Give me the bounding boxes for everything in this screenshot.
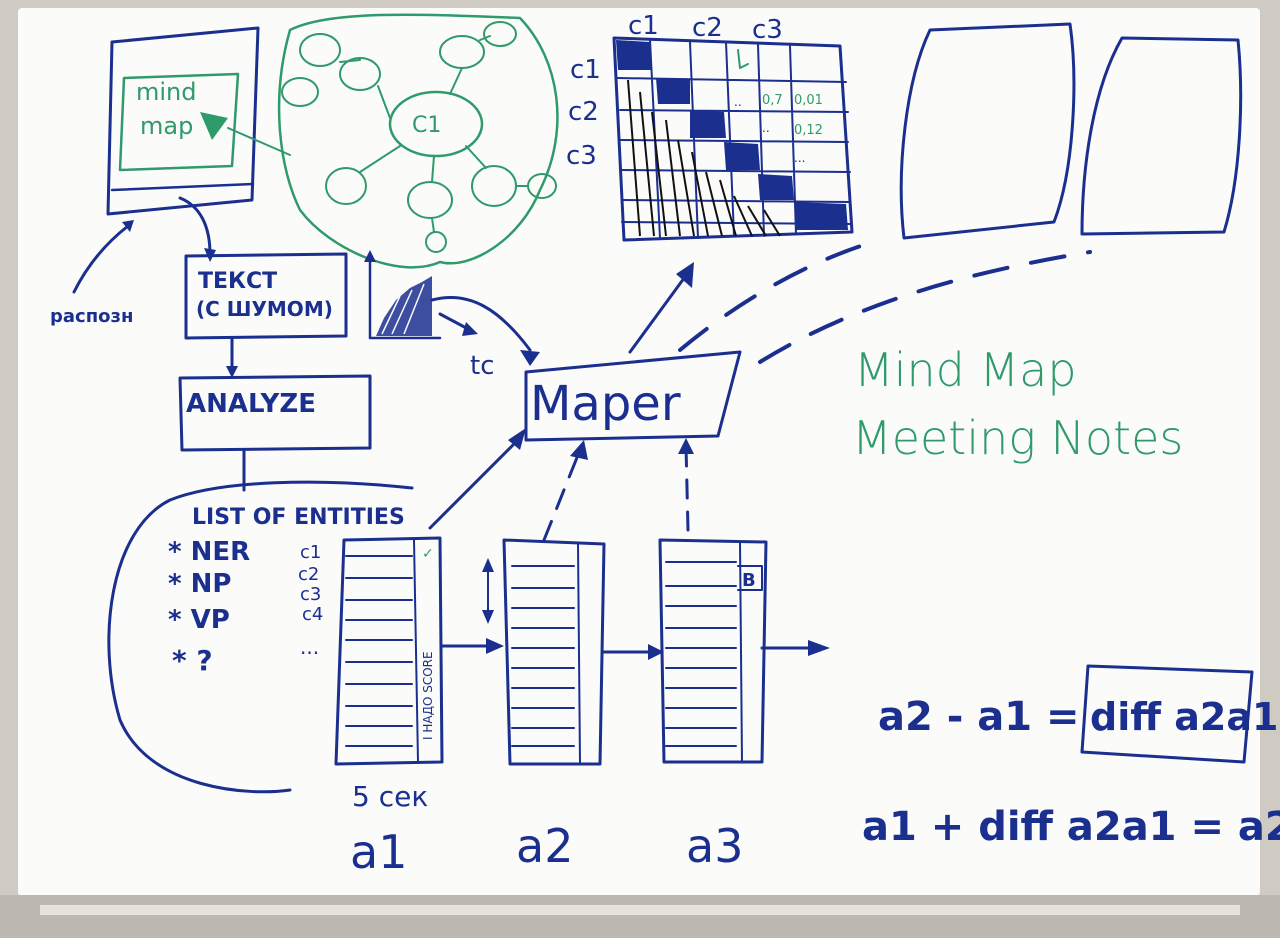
check-mark: ✓: [422, 546, 434, 562]
matrix-row-header: c1: [570, 55, 601, 85]
title-note: Mind Map Meeting Notes: [852, 343, 1183, 465]
frame-a1: ✓ I НАДО SCORE: [334, 536, 444, 766]
entity-item: * NER: [168, 537, 250, 567]
mapper-box: Maper: [524, 350, 742, 442]
raspozn-arrow: [72, 224, 130, 294]
entity-code: c1: [300, 542, 321, 563]
diff-lhs: a2 - a1 =: [878, 694, 1080, 740]
marker-b: B: [742, 570, 756, 591]
entity-item: * NP: [168, 569, 231, 599]
entities-title: LIST OF ENTITIES: [192, 505, 405, 530]
title-line1: Mind Map: [854, 343, 1077, 397]
entity-code: ...: [300, 635, 319, 659]
segment-label: a1: [350, 825, 407, 879]
sidebar-note: I НАДО SCORE: [421, 651, 435, 740]
entity-item: * VP: [168, 605, 230, 635]
text-box-line2: (С ШУМОМ): [196, 297, 333, 321]
mind-label: mind: [136, 78, 197, 106]
matrix-cell: ..: [734, 95, 742, 109]
entity-code: c4: [302, 604, 323, 625]
center-node-label: C1: [412, 113, 441, 138]
entity-code: c3: [300, 584, 321, 605]
matrix-col-header: c1: [628, 11, 659, 41]
board-tray: [0, 895, 1280, 938]
formulas: a2 - a1 = diff a2a1 a1 + diff a2a1 = a2: [862, 664, 1280, 850]
confusion-matrix: c1 c2 c3 c1 c2 c3 .. 0,7 0,01 .. 0,12 ..…: [566, 11, 854, 242]
matrix-row-header: c2: [568, 97, 599, 127]
title-line2: Meeting Notes: [852, 411, 1183, 465]
empty-frame: [1080, 36, 1243, 236]
segment-label: a3: [686, 819, 743, 873]
frame-a2: [502, 538, 606, 766]
segment-label: a2: [516, 819, 573, 873]
map-label: map: [140, 112, 193, 140]
diff-rhs: diff a2a1: [1090, 695, 1278, 739]
sum-line: a1 + diff a2a1 = a2: [862, 804, 1280, 850]
text-box-line1: ТЕКСТ: [198, 269, 277, 294]
matrix-cell: 0,01: [794, 93, 823, 108]
screenshot-sketch: mind map: [106, 26, 291, 216]
matrix-cell: ..: [762, 121, 770, 135]
mind-map-cloud: C1: [277, 13, 559, 269]
matrix-cell: 0,7: [762, 93, 783, 108]
empty-frame: [899, 22, 1076, 240]
matrix-cell: ...: [794, 151, 805, 165]
entity-item: * ?: [172, 644, 213, 677]
tc-label: tc: [470, 351, 495, 381]
analyze-box: ANALYZE: [178, 374, 372, 452]
text-with-noise-box: ТЕКСТ (С ШУМОМ): [184, 252, 348, 340]
analyze-label: ANALYZE: [186, 389, 316, 419]
histogram-sketch: tc: [364, 250, 532, 381]
matrix-col-header: c3: [752, 15, 783, 45]
center-node: [388, 90, 484, 158]
matrix-cell: 0,12: [794, 123, 823, 138]
entity-code: c2: [298, 564, 319, 585]
mapper-label: Maper: [530, 376, 681, 432]
raspozn-label: распозн: [50, 306, 133, 327]
frame-a3: B: [658, 538, 768, 764]
entities-list: LIST OF ENTITIES * NER * NP * VP * ? c1 …: [107, 480, 414, 794]
segment-duration: 5 сек: [352, 780, 428, 813]
matrix-row-header: c3: [566, 141, 597, 171]
matrix-col-header: c2: [692, 13, 723, 43]
